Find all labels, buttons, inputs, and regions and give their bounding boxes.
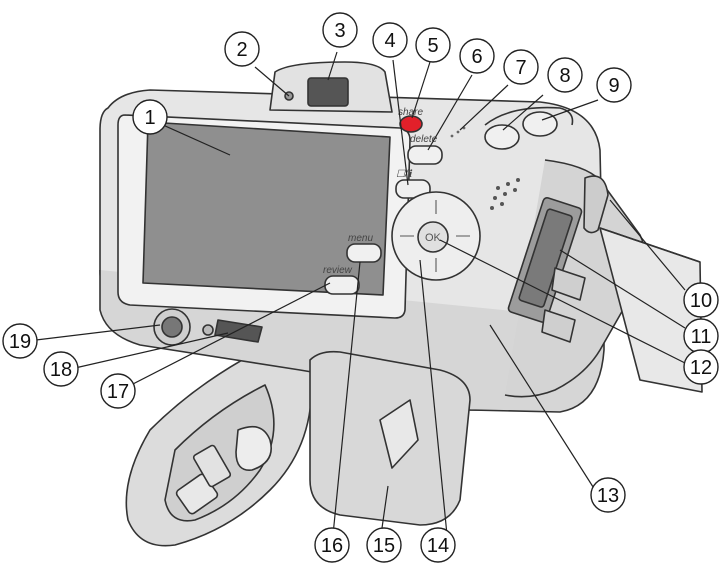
callout-7: 7 bbox=[503, 49, 539, 85]
svg-text:9: 9 bbox=[608, 75, 619, 97]
svg-text:15: 15 bbox=[373, 535, 395, 557]
speaker-grille bbox=[490, 178, 520, 210]
svg-text:13: 13 bbox=[597, 485, 619, 507]
svg-text:17: 17 bbox=[107, 381, 129, 403]
callout-4: 4 bbox=[372, 22, 408, 58]
svg-text:1: 1 bbox=[144, 107, 155, 129]
callout-12: 12 bbox=[683, 349, 719, 385]
info-label: ☐/ℹ bbox=[396, 169, 413, 180]
camera-illustration bbox=[99, 61, 703, 547]
svg-text:4: 4 bbox=[384, 30, 395, 52]
review-button[interactable] bbox=[324, 275, 360, 295]
leader-lines bbox=[35, 51, 686, 536]
ok-label: OK bbox=[425, 232, 442, 244]
callout-13: 13 bbox=[590, 477, 626, 513]
callout-3: 3 bbox=[322, 12, 358, 48]
callout-1: 1 bbox=[132, 99, 168, 135]
microphone bbox=[450, 126, 466, 138]
callout-10: 10 bbox=[683, 282, 719, 318]
callout-11: 11 bbox=[683, 318, 719, 354]
callout-17: 17 bbox=[100, 373, 136, 409]
card-door-edge bbox=[599, 227, 701, 263]
svg-text:12: 12 bbox=[690, 357, 712, 379]
review-label: review bbox=[323, 265, 353, 276]
ok-button[interactable] bbox=[417, 221, 449, 253]
svg-text:16: 16 bbox=[321, 535, 343, 557]
menu-label: menu bbox=[348, 233, 373, 244]
tripod-socket-hole bbox=[161, 316, 183, 338]
svg-text:2: 2 bbox=[236, 39, 247, 61]
callout-18: 18 bbox=[43, 351, 79, 387]
callout-15: 15 bbox=[366, 527, 402, 563]
svg-text:18: 18 bbox=[50, 359, 72, 381]
svg-text:19: 19 bbox=[9, 331, 31, 353]
callout-8: 8 bbox=[547, 57, 583, 93]
lcd-screen bbox=[142, 121, 391, 296]
zoom-tele-button[interactable] bbox=[522, 111, 558, 137]
share-label: share bbox=[398, 107, 423, 118]
mode-dial[interactable] bbox=[484, 106, 574, 126]
menu-button[interactable] bbox=[346, 243, 382, 263]
delete-label: delete bbox=[410, 134, 438, 145]
callout-2: 2 bbox=[224, 31, 260, 67]
svg-text:11: 11 bbox=[691, 326, 712, 348]
card-contacts bbox=[541, 267, 586, 343]
callout-5: 5 bbox=[415, 27, 451, 63]
door-hinge bbox=[192, 444, 232, 488]
callout-16: 16 bbox=[314, 527, 350, 563]
callout-6: 6 bbox=[459, 38, 495, 74]
callout-19: 19 bbox=[2, 323, 38, 359]
callouts: 1 2 3 4 5 6 7 8 9 10 11 12 13 14 15 16 1… bbox=[2, 12, 719, 563]
callout-9: 9 bbox=[596, 67, 632, 103]
controller-arrows bbox=[400, 200, 470, 272]
zoom-wide-button[interactable] bbox=[484, 124, 520, 150]
door-latch-hook bbox=[235, 425, 272, 471]
strap-post bbox=[583, 175, 609, 234]
share-button[interactable] bbox=[399, 115, 423, 133]
svg-text:8: 8 bbox=[559, 65, 570, 87]
battery-latch bbox=[379, 399, 419, 469]
callout-14: 14 bbox=[420, 527, 456, 563]
svg-text:7: 7 bbox=[515, 57, 526, 79]
svg-text:14: 14 bbox=[427, 535, 449, 557]
viewfinder-window bbox=[307, 77, 349, 107]
svg-text:10: 10 bbox=[690, 290, 712, 312]
svg-text:6: 6 bbox=[471, 46, 482, 68]
svg-text:5: 5 bbox=[427, 35, 438, 57]
card-slot-inner bbox=[518, 208, 573, 308]
bottom-screw bbox=[202, 324, 214, 336]
delete-button[interactable] bbox=[407, 145, 443, 165]
svg-text:3: 3 bbox=[334, 20, 345, 42]
